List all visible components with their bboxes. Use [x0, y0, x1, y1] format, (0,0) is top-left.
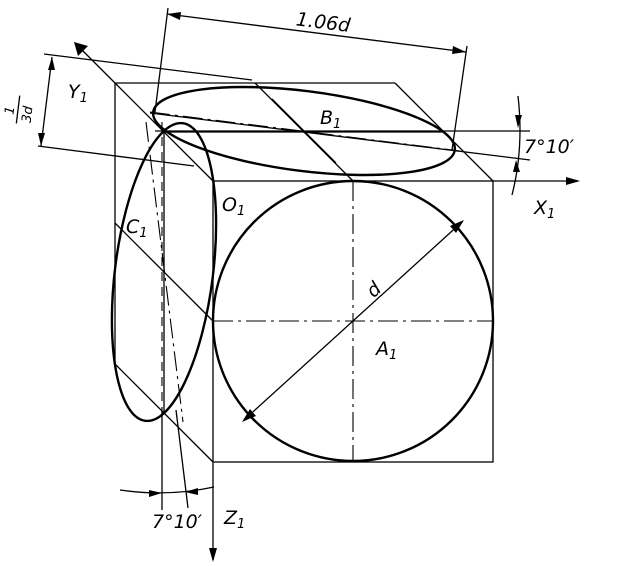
- label-1-06d: 1.06d: [295, 8, 353, 37]
- angle-right: 7°10′: [149, 95, 575, 196]
- label-short-den: 3d: [20, 105, 37, 124]
- axes: [74, 42, 580, 562]
- ext-line-left: [154, 7, 169, 113]
- label-c1: C1: [126, 216, 148, 241]
- labels: Y1 X1 Z1 O1 A1 B1 C1 d: [68, 81, 555, 532]
- dimension-short-axis: 1 3d: [2, 53, 253, 167]
- diameter-dimension-line: [243, 221, 463, 421]
- label-d: d: [362, 277, 386, 302]
- ext-line-right: [451, 45, 468, 151]
- x1-axis-arrowhead: [566, 177, 580, 185]
- short-dim-arrow-down: [38, 133, 45, 146]
- label-angle-bottom: 7°10′: [152, 511, 203, 533]
- angle-bottom-arrow-left: [149, 490, 162, 497]
- label-o1: O1: [222, 194, 245, 219]
- angle-bottom: 7°10′: [119, 409, 215, 533]
- front-view: [211, 179, 495, 463]
- diameter-arrow-sw: [242, 409, 256, 422]
- left-view: [110, 121, 218, 423]
- z1-axis-arrowhead: [209, 548, 217, 562]
- short-dim-arrow-up: [48, 57, 55, 70]
- label-x1: X1: [533, 197, 555, 222]
- angle-bottom-arrow-right: [185, 488, 198, 495]
- fraction-bar: [15, 95, 21, 124]
- label-a1: A1: [374, 338, 397, 363]
- left-ellipse-c1: [110, 121, 218, 423]
- angle-right-arc: [511, 95, 521, 196]
- dim-line-1-06d: [166, 13, 467, 53]
- ext-line-upper: [43, 53, 253, 81]
- label-z1: Z1: [223, 507, 245, 532]
- left-ellipse-long-axis: [145, 121, 184, 423]
- label-y1: Y1: [68, 81, 88, 106]
- y1-axis-arrowhead: [74, 42, 88, 56]
- label-short-num: 1: [2, 105, 18, 115]
- dim-arrow-left: [167, 12, 181, 20]
- top-ellipse-long-axis: [149, 111, 461, 152]
- angle-right-ref-tilted: [149, 112, 531, 161]
- angle-right-arrow-bottom: [513, 160, 520, 172]
- label-b1: B1: [320, 107, 341, 132]
- dim-line-short: [40, 56, 53, 147]
- dim-arrow-right: [452, 46, 466, 54]
- angle-right-arrow-top: [515, 115, 522, 128]
- ext-line-lower: [37, 145, 195, 167]
- diameter-arrow-ne: [450, 220, 464, 233]
- angle-bottom-arc: [119, 486, 215, 494]
- label-angle-right: 7°10′: [524, 136, 575, 158]
- dimension-long-axis: 1.06d: [154, 7, 468, 151]
- angle-bottom-ref-tilted: [175, 409, 189, 509]
